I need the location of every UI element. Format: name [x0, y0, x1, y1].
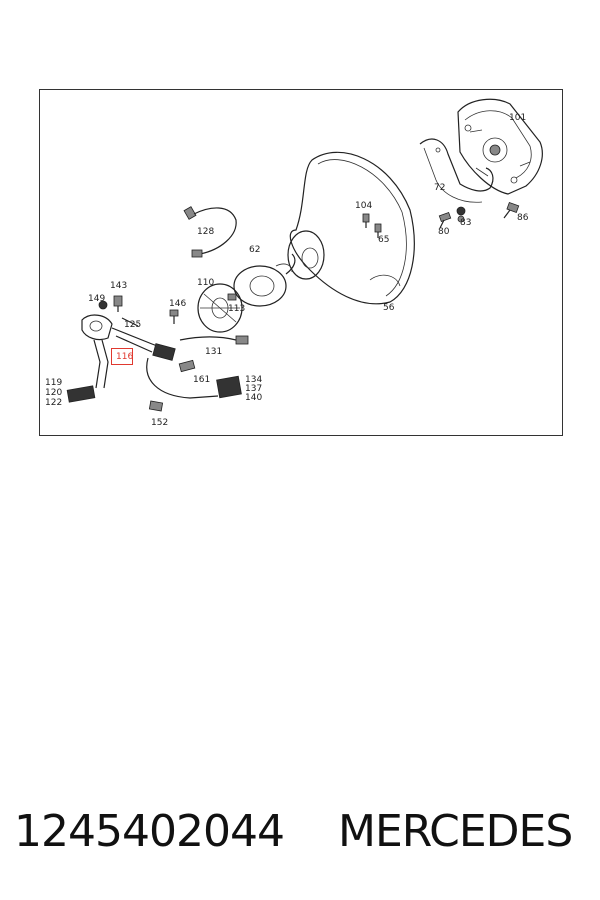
- callout-131: 131: [205, 347, 223, 357]
- callout-128: 128: [197, 227, 215, 237]
- airbag-module-101: [457, 98, 543, 195]
- callout-101: 101: [509, 113, 527, 123]
- callout-65: 65: [378, 235, 390, 245]
- callout-80: 80: [438, 227, 450, 237]
- callout-152: 152: [151, 418, 169, 428]
- callout-143: 143: [110, 281, 128, 291]
- callout-120: 120: [45, 388, 63, 398]
- callout-72: 72: [434, 183, 446, 193]
- screws-146-149-143-125: [98, 295, 179, 327]
- callout-146: 146: [169, 299, 187, 309]
- callout-113: 113: [228, 304, 246, 314]
- diagram-drawing: [66, 98, 543, 412]
- callout-161: 161: [193, 375, 211, 385]
- callout-149: 149: [88, 294, 106, 304]
- callout-137: 137: [245, 384, 263, 394]
- callout-125: 125: [124, 320, 142, 330]
- callout-134: 134: [245, 375, 263, 385]
- brand-name: MERCEDES: [338, 806, 573, 857]
- screws-80-83-86: [438, 201, 520, 229]
- callout-62: 62: [249, 245, 261, 255]
- callout-110: 110: [197, 278, 215, 288]
- cable-128: [183, 206, 237, 258]
- callout-86: 86: [517, 213, 529, 223]
- steering-wheel-56: [287, 151, 415, 305]
- combination-switch-assembly: [66, 314, 249, 412]
- callout-116: 116: [116, 352, 134, 362]
- callout-140: 140: [245, 393, 263, 403]
- contact-ring-110: [197, 283, 243, 333]
- bracket-72: [419, 138, 494, 203]
- callout-122: 122: [45, 398, 63, 408]
- clock-spring-62: [233, 253, 296, 307]
- screws-104-65: [362, 213, 382, 238]
- callout-119: 119: [45, 378, 63, 388]
- callout-56: 56: [383, 303, 395, 313]
- highlight-box-116[interactable]: 116: [111, 348, 133, 365]
- callout-83: 83: [460, 218, 472, 228]
- exploded-parts-diagram: 101 72 104 65 80 83 86 128 62 110 113 56…: [39, 89, 563, 436]
- callout-104: 104: [355, 201, 373, 211]
- part-number: 1245402044: [14, 806, 285, 857]
